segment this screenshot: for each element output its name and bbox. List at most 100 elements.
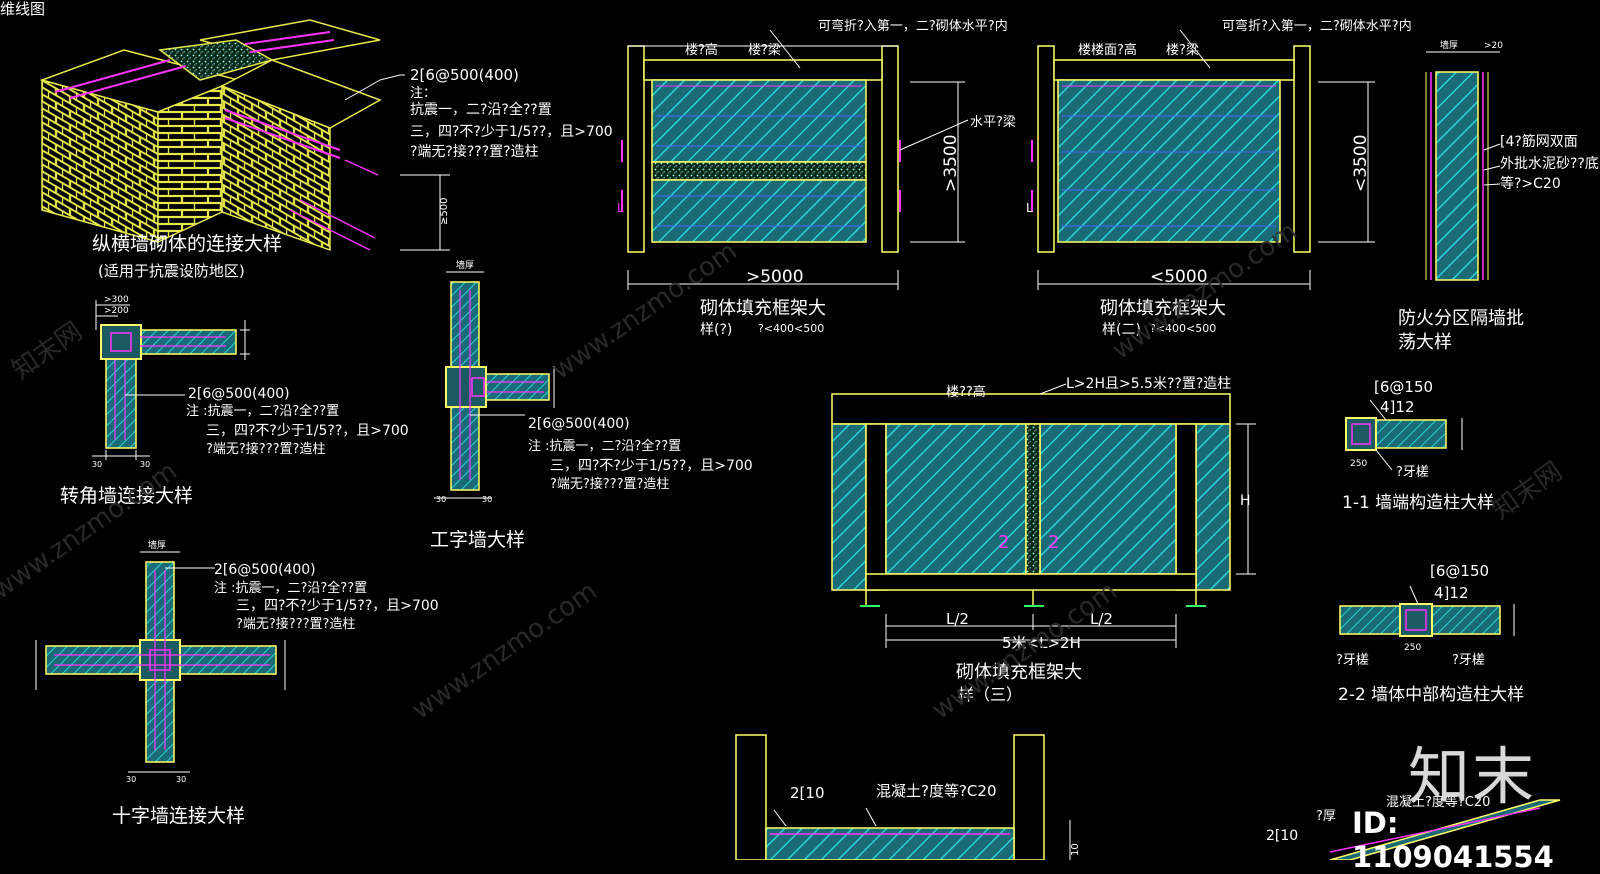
frame2-width: <5000 bbox=[1150, 267, 1208, 287]
section1-dim: 250 bbox=[1350, 459, 1367, 469]
frame3-width: 5米<L>2H bbox=[1002, 634, 1081, 652]
infill-frame-1-labels: 楼?高 楼?梁 可弯折?入第一，二?砌体水平?内 水平?梁 >3500 >500… bbox=[617, 18, 1016, 338]
corner-wall-detail bbox=[92, 300, 250, 460]
section2-dim: 250 bbox=[1404, 643, 1421, 653]
cross-wall-note-3: ?端无?接???置?造柱 bbox=[236, 616, 355, 632]
frame2-subtitle: 样(二) bbox=[1102, 322, 1141, 338]
cross-wall-dim: 墙厚 bbox=[148, 539, 166, 551]
section-2-2-labels: [6@150 4]12 250 ?牙槎 ?牙槎 2-2 墙体中部构造柱大样 bbox=[1336, 562, 1524, 705]
t-wall-dim-bottom-left: 30 bbox=[436, 495, 446, 504]
section2-stirrup: [6@150 bbox=[1430, 562, 1489, 580]
fire-partition-note-1: [4?筋网双面 bbox=[1500, 133, 1578, 150]
cross-wall-dim-bottom-left: 30 bbox=[126, 775, 136, 784]
corner-wall-labels: >300 >200 2[6@500(400) 注 :抗震一，二?沿?全??置 三… bbox=[60, 295, 409, 507]
bottom-slab-thickness: ?厚 bbox=[1316, 809, 1336, 824]
section1-bars: 4]12 bbox=[1380, 398, 1414, 416]
corner-title: 转角墙连接大样 bbox=[60, 485, 193, 507]
asset-id-label: ID: 1109041554 bbox=[1352, 806, 1554, 874]
fire-partition-detail bbox=[1425, 51, 1501, 281]
infill-frame-3-labels: 楼??高 L>2H且>5.5米??置?造柱 H L/2 L/2 5米<L>2H … bbox=[946, 376, 1251, 704]
section-1-1-detail bbox=[1345, 399, 1463, 471]
bottom-slab-concrete: 混凝土?度等?C20 bbox=[1386, 794, 1490, 810]
isometric-subtitle: (适用于抗震设防地区) bbox=[98, 262, 245, 280]
frame3-mark-left: 2 bbox=[998, 532, 1009, 553]
watermark-cn: 知末网 bbox=[7, 316, 88, 385]
frame3-top-label-2: L>2H且>5.5米??置?造柱 bbox=[1066, 376, 1231, 392]
corner-note-1: 注 :抗震一，二?沿?全??置 bbox=[186, 403, 339, 419]
frame3-half-left: L/2 bbox=[946, 610, 969, 628]
fire-partition-note-3: 等?>C20 bbox=[1500, 175, 1561, 192]
t-wall-note-1: 注 :抗震一，二?沿?全??置 bbox=[528, 438, 681, 454]
bottom-beam-concrete: 混凝土?度等?C20 bbox=[876, 782, 996, 800]
frame2-top-label-2: 楼?梁 bbox=[1166, 43, 1199, 58]
t-wall-note-3: ?端无?接???置?造柱 bbox=[550, 476, 669, 492]
frame1-width: >5000 bbox=[746, 267, 804, 287]
infill-frame-1 bbox=[621, 29, 969, 290]
frame3-title: 砌体填充框架大 bbox=[956, 662, 1082, 683]
isometric-note-2: 抗震一，二?沿?全??置 bbox=[410, 101, 552, 118]
frame1-top-label-2: 楼?梁 bbox=[748, 43, 781, 58]
cross-wall-title: 十字墙连接大样 bbox=[112, 805, 245, 827]
bottom-beam-detail bbox=[735, 734, 1561, 860]
cross-wall-note-2: 三，四?不?少于1/5??，且>700 bbox=[236, 598, 439, 614]
watermark-cn: 知末网 bbox=[1487, 456, 1568, 525]
corner-rebar-spec: 2[6@500(400) bbox=[188, 386, 290, 402]
brand-logo: 知末 bbox=[1408, 740, 1537, 813]
fire-partition-note-2: 外批水泥砂??底 bbox=[1500, 156, 1599, 172]
cross-wall-rebar-spec: 2[6@500(400) bbox=[214, 562, 316, 578]
frame2-title: 砌体填充框架大 bbox=[1100, 298, 1226, 319]
t-wall-rebar-spec: 2[6@500(400) bbox=[528, 416, 630, 432]
isometric-note-4: ?端无?接???置?造柱 bbox=[410, 143, 539, 160]
t-wall-note-2: 三，四?不?少于1/5??，且>700 bbox=[550, 458, 753, 474]
section1-stirrup: [6@150 bbox=[1374, 378, 1433, 396]
fire-partition-labels: 墙厚 >20 [4?筋网双面 外批水泥砂??底 等?>C20 防火分区隔墙批 荡… bbox=[1398, 39, 1599, 353]
frame1-top-label-1: 楼?高 bbox=[685, 42, 718, 58]
t-wall-dim-bottom-right: 30 bbox=[482, 495, 492, 504]
frame1-subtitle-range: ?<400<500 bbox=[758, 322, 824, 335]
watermark-text: www.znzmo.com bbox=[927, 576, 1123, 726]
fire-partition-title-1: 防火分区隔墙批 bbox=[1398, 308, 1524, 329]
corner-dim-bottom-left: 30 bbox=[92, 460, 102, 469]
bottom-slab-rebar: 2[10 bbox=[1266, 828, 1298, 844]
fire-partition-title-2: 荡大样 bbox=[1398, 332, 1452, 353]
frame2-top-label-1: 楼楼面?高 bbox=[1078, 42, 1137, 58]
corner-dim-300: >300 bbox=[104, 295, 129, 305]
t-wall-labels: 墙厚 2[6@500(400) 注 :抗震一，二?沿?全??置 三，四?不?少于… bbox=[430, 259, 753, 551]
t-wall-title: 工字墙大样 bbox=[430, 529, 525, 551]
corner-note-3: ?端无?接???置?造柱 bbox=[206, 441, 325, 457]
frame2-height: <3500 bbox=[1351, 134, 1371, 192]
isometric-brick-detail bbox=[39, 19, 450, 252]
corner-dim-bottom-right: 30 bbox=[140, 460, 150, 469]
frame1-subtitle: 样(?) bbox=[700, 322, 732, 338]
corner-dim-200: >200 bbox=[104, 306, 129, 316]
cross-wall-dim-bottom-right: 30 bbox=[176, 775, 186, 784]
section1-tooth: ?牙槎 bbox=[1396, 465, 1429, 480]
frame3-mark-right: 2 bbox=[1048, 532, 1059, 553]
fire-partition-dim-2: >20 bbox=[1484, 41, 1503, 51]
section2-tooth-right: ?牙槎 bbox=[1452, 653, 1485, 668]
infill-frame-2 bbox=[1031, 29, 1375, 290]
isometric-rebar-spec: 2[6@500(400) bbox=[410, 66, 519, 84]
isometric-labels: 维线图 2[6@500(400) 注： 抗震一，二?沿?全??置 三，四?不?少… bbox=[0, 0, 613, 280]
frame1-height: >3500 bbox=[941, 134, 961, 192]
infill-frame-3 bbox=[831, 383, 1256, 648]
frame3-half-right: L/2 bbox=[1090, 610, 1113, 628]
section-2-2-detail bbox=[1339, 585, 1515, 637]
section2-bars: 4]12 bbox=[1434, 584, 1468, 602]
frame2-subtitle-range: ?<400<500 bbox=[1150, 322, 1216, 335]
t-wall-detail bbox=[434, 271, 555, 499]
isometric-note-3: 三，四?不?少于1/5??，且>700 bbox=[410, 124, 613, 140]
frame1-beam-label: 水平?梁 bbox=[970, 115, 1016, 130]
section-1-1-labels: [6@150 4]12 250 ?牙槎 1-1 墙端构造柱大样 bbox=[1342, 378, 1494, 513]
fire-partition-dim-1: 墙厚 bbox=[1440, 39, 1458, 51]
infill-frame-2-labels: 楼楼面?高 楼?梁 可弯折?入第一，二?砌体水平?内 <3500 <5000 砌… bbox=[1026, 18, 1412, 338]
drawing-title-fragment: 维线图 bbox=[0, 0, 45, 18]
cross-wall-detail bbox=[35, 551, 286, 773]
bottom-beam-labels: 2[10 混凝土?度等?C20 10 ?厚 2[10 混凝土?度等?C20 bbox=[790, 782, 1490, 856]
section2-title: 2-2 墙体中部构造柱大样 bbox=[1338, 685, 1524, 705]
frame1-title: 砌体填充框架大 bbox=[700, 298, 826, 319]
frame3-top-label-1: 楼??高 bbox=[946, 384, 986, 400]
cross-wall-labels: 墙厚 2[6@500(400) 注 :抗震一，二?沿?全??置 三，四?不?少于… bbox=[112, 539, 439, 827]
frame3-subtitle: 样（三） bbox=[958, 685, 1022, 704]
